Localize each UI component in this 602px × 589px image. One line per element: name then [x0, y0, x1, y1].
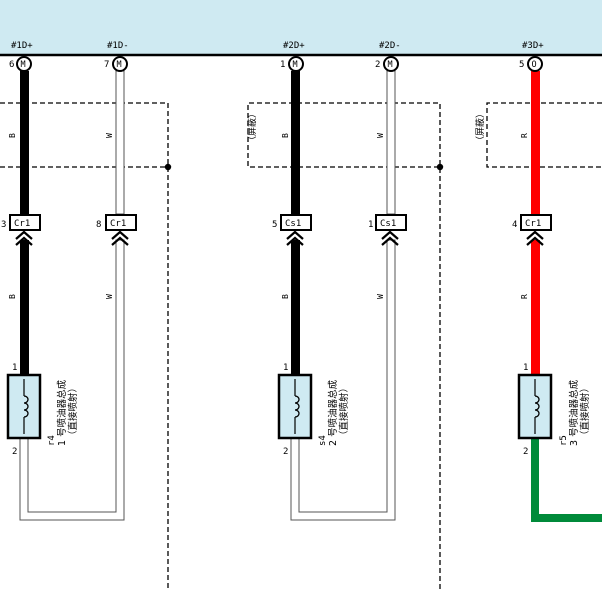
injector-3-subtitle: （直接喷射） [579, 383, 591, 440]
connector-1-box [9, 214, 41, 231]
ecu-header-band [0, 0, 602, 55]
coil-icon-1 [23, 395, 29, 418]
injector-3-code: r5 [559, 435, 569, 446]
shield-label-2: （屏蔽） [246, 109, 258, 145]
ecu-pin-number-3: 1 [280, 60, 285, 70]
connector-3-chevron [286, 230, 304, 246]
connector-2-name: Cr1 [110, 219, 126, 229]
injector-1-top-pin: 1 [12, 363, 17, 373]
injector-2-code: s4 [318, 435, 328, 446]
wire-5-lower [531, 240, 540, 375]
connector-4-box [375, 214, 407, 231]
shield-box-2 [247, 102, 441, 589]
connector-3-name: Cs1 [285, 219, 301, 229]
shield-label-3: （屏蔽） [474, 109, 486, 145]
signal-label-3: #2D+ [283, 41, 305, 51]
wire-5-return [531, 438, 602, 522]
wire-color-5-upper: R [520, 133, 529, 138]
signal-label-5: #3D+ [522, 41, 544, 51]
ecu-pin-number-5: 5 [519, 60, 524, 70]
injector-2-bottom-pin: 2 [283, 447, 288, 457]
coil-icon-2 [294, 395, 300, 418]
injector-2-subtitle: （直接喷射） [338, 383, 350, 440]
connector-5-box [520, 214, 552, 231]
injector-2-title: 2 号喷油器总成 [327, 379, 339, 446]
connector-1-name: Cr1 [14, 219, 30, 229]
wire-5-upper [531, 71, 540, 214]
ecu-terminal-4-letter: M [388, 60, 393, 70]
wire-color-2-lower: W [105, 294, 114, 299]
shield-junction-2 [436, 163, 444, 171]
injector-3-top-pin: 1 [523, 363, 528, 373]
ecu-pin-number-2: 7 [104, 60, 109, 70]
wire-4-upper [386, 70, 396, 215]
ecu-terminal-1 [16, 56, 32, 72]
connector-5-pin: 4 [512, 220, 517, 230]
shield-box-1 [0, 102, 169, 589]
injector-3-title: 3 号喷油器总成 [568, 379, 580, 446]
shield-junction-1 [164, 163, 172, 171]
injector-2-top-pin: 1 [283, 363, 288, 373]
connector-3-box [280, 214, 312, 231]
injector-3-bottom-pin: 2 [523, 447, 528, 457]
wire-2-upper [115, 70, 125, 215]
coil-icon-3 [534, 395, 540, 418]
ecu-terminal-3-letter: M [293, 60, 298, 70]
connector-5-name: Cr1 [525, 219, 541, 229]
wire-color-2-upper: W [105, 133, 114, 138]
connector-4-chevron [381, 230, 399, 246]
wire-color-3-lower: B [281, 294, 290, 299]
signal-label-1: #1D+ [11, 41, 33, 51]
wire-1-lower [20, 240, 29, 375]
ecu-terminal-2-letter: M [117, 60, 122, 70]
wire-color-1-upper: B [8, 133, 17, 138]
connector-3-pin: 5 [272, 220, 277, 230]
wire-3-lower [291, 240, 300, 375]
signal-label-2: #1D- [107, 41, 129, 51]
connector-2-chevron [111, 230, 129, 246]
connector-1-chevron [15, 230, 33, 246]
wire-color-4-upper: W [376, 133, 385, 138]
ecu-terminal-1-letter: M [21, 60, 26, 70]
wire-color-4-lower: W [376, 294, 385, 299]
ecu-terminal-2 [112, 56, 128, 72]
connector-2-pin: 8 [96, 220, 101, 230]
injector-1-bottom-pin: 2 [12, 447, 17, 457]
wire-color-1-lower: B [8, 294, 17, 299]
connector-1-pin: 3 [1, 220, 6, 230]
wire-1-upper [20, 71, 29, 214]
ecu-terminal-5-letter: O [532, 60, 537, 70]
ecu-terminal-5 [527, 56, 543, 72]
wire-2-lower [19, 239, 125, 521]
ecu-pin-number-1: 6 [9, 60, 14, 70]
wire-color-5-lower: R [520, 294, 529, 299]
injector-1-code: r4 [47, 435, 57, 446]
shield-box-3 [486, 102, 602, 168]
wire-color-3-upper: B [281, 133, 290, 138]
signal-label-4: #2D- [379, 41, 401, 51]
connector-5-chevron [526, 230, 544, 246]
ecu-terminal-4 [383, 56, 399, 72]
connector-4-name: Cs1 [380, 219, 396, 229]
injector-1-subtitle: （直接喷射） [67, 383, 79, 440]
connector-4-pin: 1 [368, 220, 373, 230]
wire-3-upper [291, 71, 300, 214]
ecu-pin-number-4: 2 [375, 60, 380, 70]
ecu-terminal-3 [288, 56, 304, 72]
injector-1-title: 1 号喷油器总成 [56, 379, 68, 446]
connector-2-box [105, 214, 137, 231]
